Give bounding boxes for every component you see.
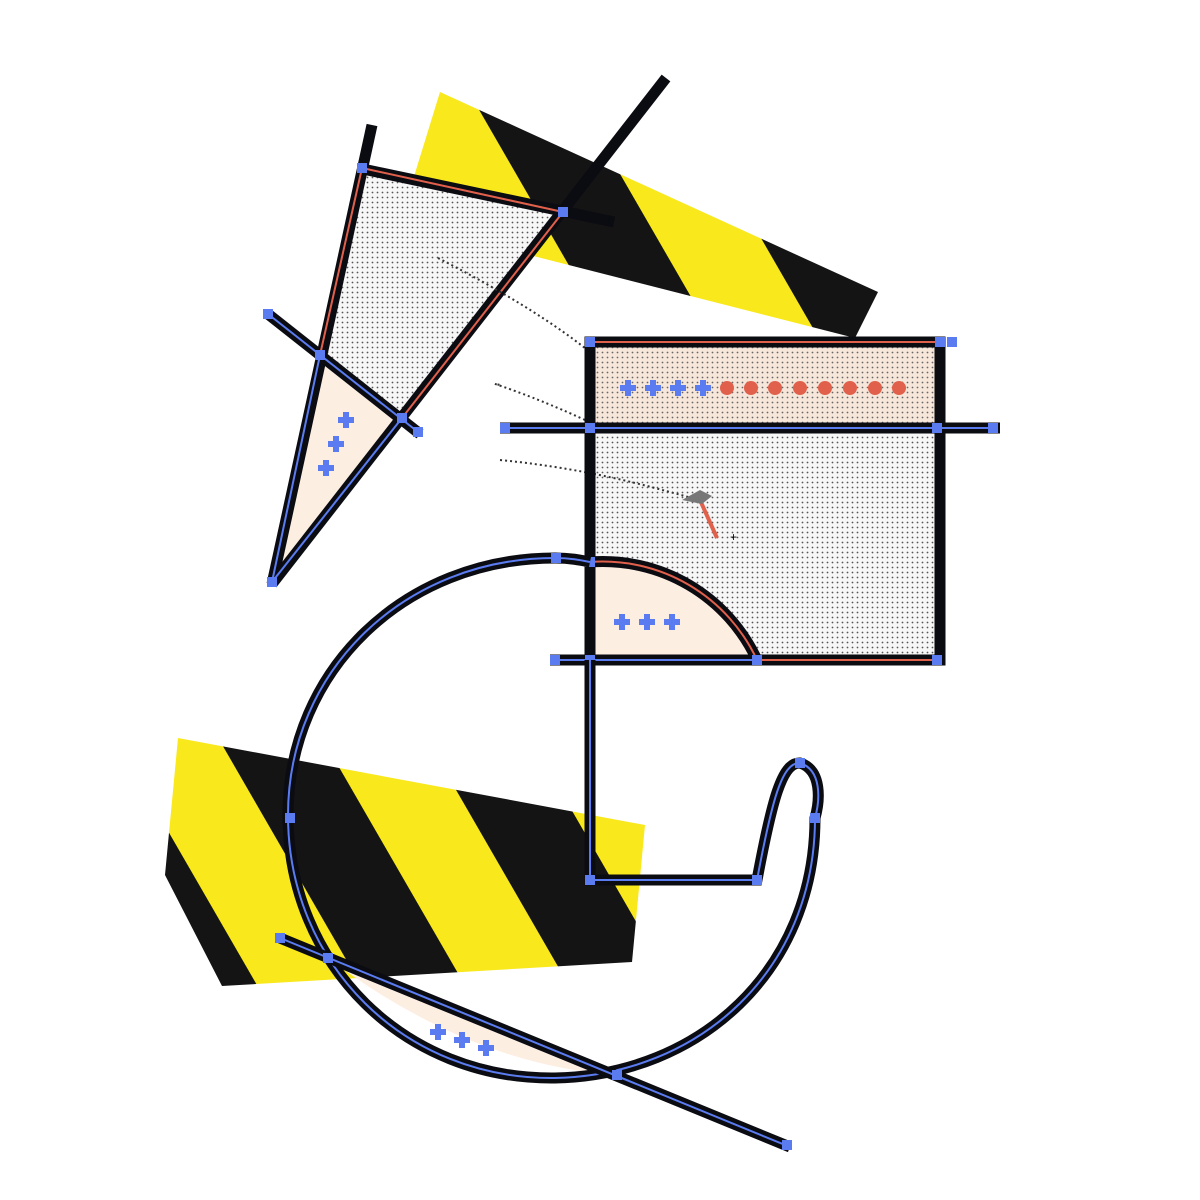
hammer-cursor-icon: + [682,490,737,544]
svg-text:+: + [730,530,737,544]
hazard-tape-top [400,92,878,338]
curve-shape [275,552,824,1153]
hazard-tape-bottom [165,738,645,986]
square-shape: + [499,336,1000,666]
triangle-shape [263,74,671,588]
